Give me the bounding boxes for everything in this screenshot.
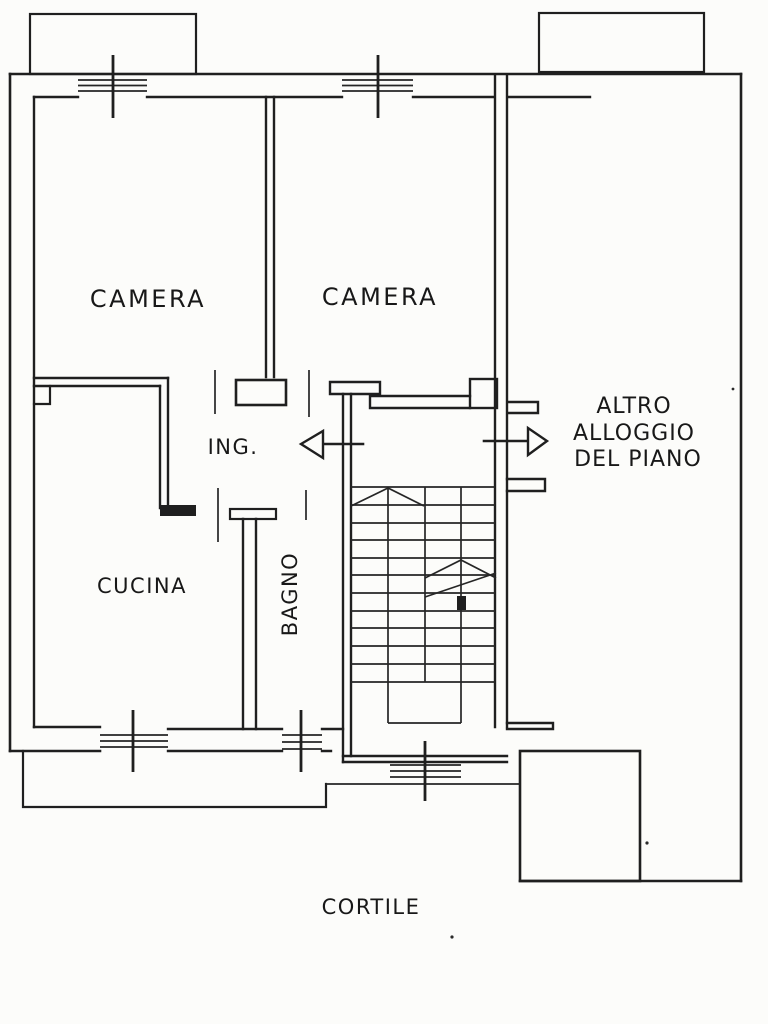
label-ingresso: ING.: [208, 435, 259, 459]
label-bagno: BAGNO: [278, 552, 302, 636]
staircase: [350, 486, 497, 724]
entrance-arrow-apartment: [298, 428, 365, 461]
pillar-between-doors: [234, 378, 288, 407]
arrow-head-left: [298, 428, 325, 461]
scan-specks: [450, 387, 735, 939]
stairwell-right-wall: [493, 73, 509, 729]
arrow-head-right: [526, 425, 550, 458]
label-camera-left: CAMERA: [90, 285, 206, 313]
wall-between-bedrooms: [264, 95, 276, 379]
stair-direction-line: [350, 487, 425, 507]
stair-break-lines: [424, 559, 497, 598]
label-altro: ALTRO: [596, 394, 671, 419]
courtyard-building-block: [518, 749, 642, 883]
interior-walls: [32, 73, 555, 764]
door-openings: [214, 370, 310, 542]
entrance-arrow-other-unit: [482, 425, 550, 458]
top-projections: [28, 11, 706, 76]
window-bagno: [282, 710, 322, 772]
label-cucina: CUCINA: [97, 574, 187, 598]
window-cucina: [100, 710, 168, 772]
wall-bagno-cucina: [241, 517, 258, 731]
top-right-projection: [537, 11, 706, 74]
room-labels: CAMERA CAMERA ING. CUCINA BAGNO ALTRO AL…: [90, 283, 702, 919]
wall-ingresso-cucina: [158, 376, 170, 510]
stair-treads: [351, 486, 495, 683]
label-del-piano: DEL PIANO: [574, 447, 702, 472]
stairwell-left-wall: [341, 392, 353, 764]
stair-newel: [457, 596, 466, 610]
label-alloggio: ALLOGGIO: [573, 421, 695, 446]
label-cortile: CORTILE: [322, 895, 421, 919]
window-top-left: [78, 55, 147, 118]
balcony: [21, 749, 520, 809]
label-camera-right: CAMERA: [322, 283, 438, 311]
exterior-walls: [8, 72, 743, 883]
window-top-middle: [342, 55, 413, 118]
window-stairwell: [390, 741, 461, 801]
windows: [78, 55, 461, 801]
